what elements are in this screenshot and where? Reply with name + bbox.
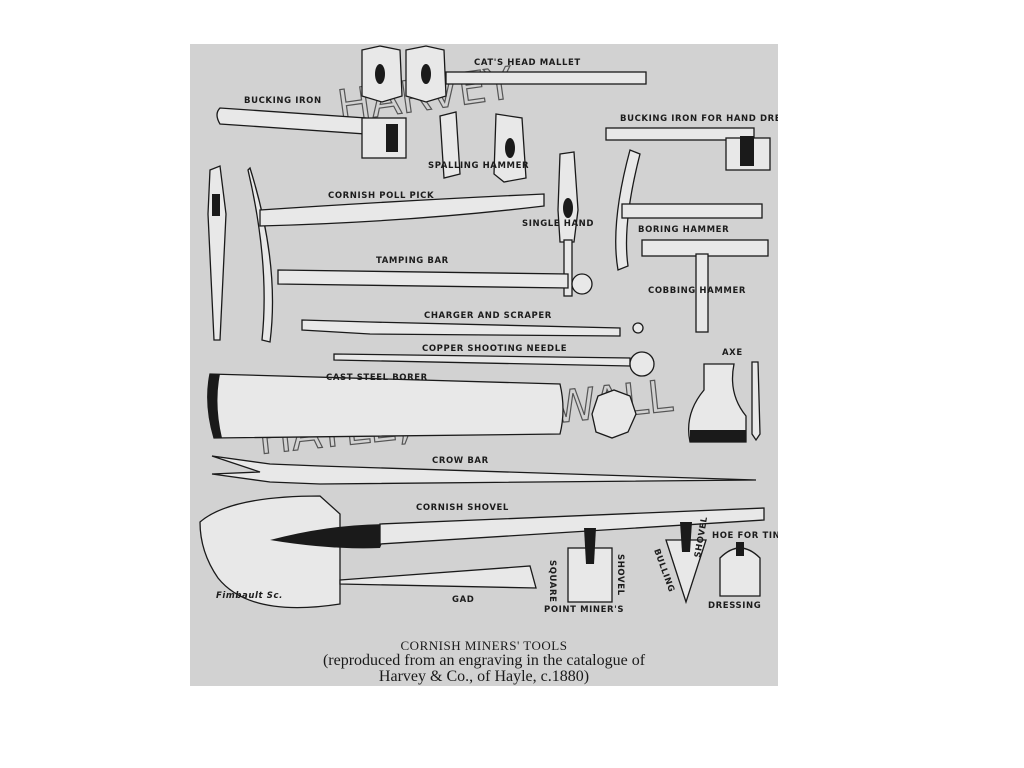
boring-hammer [615,149,763,271]
label-cobbing-hammer: COBBING HAMMER [648,286,746,296]
label-spalling-hammer: SPALLING HAMMER [428,161,529,171]
label-shovel-1: SHOVEL [615,554,625,596]
cats-head-mallet [361,45,647,103]
cobbing-hammer [641,239,769,333]
cornish-poll-pick [207,165,545,343]
label-cornish-shovel: CORNISH SHOVEL [416,503,509,513]
label-axe: AXE [722,348,743,358]
hoe-for-tin-dressing [719,542,761,597]
caption-line-2: Harvey & Co., of Hayle, c.1880) [378,668,590,685]
label-bucking-iron: BUCKING IRON [244,96,322,106]
label-boring-hammer: BORING HAMMER [638,225,729,235]
axe [687,361,761,443]
label-cats-head-mallet: CAT'S HEAD MALLET [474,58,581,68]
label-cast-steel-borer: CAST STEEL BORER [326,373,428,383]
caption-title: CORNISH MINERS' TOOLS [400,638,568,653]
gad [339,565,537,589]
label-dressing: DRESSING [708,601,761,611]
charger-and-scraper [301,319,644,337]
label-bucking-iron-hand: BUCKING IRON FOR HAND DRESSING [620,114,778,124]
label-hoe-for-tin: HOE FOR TIN [712,531,778,541]
label-copper-shooting-needle: COPPER SHOOTING NEEDLE [422,344,567,354]
label-point-miners: POINT MINER'S [544,605,624,615]
label-tamping-bar: TAMPING BAR [376,256,449,266]
spalling-hammer [439,111,527,183]
label-square: SQUARE [547,560,557,603]
label-cornish-poll-pick: CORNISH POLL PICK [328,191,434,201]
cast-steel-borer [207,373,637,439]
caption-line-1: (reproduced from an engraving in the cat… [322,652,646,669]
bucking-iron [216,107,407,159]
label-gad: GAD [452,595,474,605]
tools-illustration: HARVEY HAYLE, CORNWALL [199,45,778,615]
bulling-shovel [665,522,707,605]
label-engraver: Fimbault Sc. [216,591,283,601]
bucking-iron-hand [605,127,771,171]
copper-shooting-needle [333,351,655,377]
single-hand-hammer [557,151,579,297]
label-crow-bar: CROW BAR [432,456,489,466]
label-single-hand: SINGLE HAND [522,219,594,229]
cornish-shovel [199,495,765,609]
tamping-bar [277,269,593,295]
engraving-plate: HARVEY HAYLE, CORNWALL [190,44,778,686]
label-charger-and-scraper: CHARGER AND SCRAPER [424,311,552,321]
square-point-shovel [567,528,613,603]
crow-bar [211,455,757,485]
